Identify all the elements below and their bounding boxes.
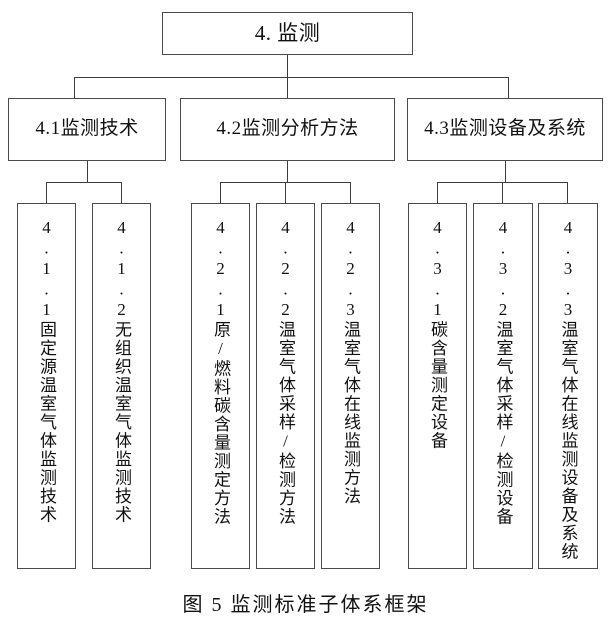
node-4-2-2[interactable]: 4.2.2温室气体采样/检测方法 xyxy=(256,203,315,569)
node-4-2[interactable]: 4.2监测分析方法 xyxy=(180,98,395,161)
node-root[interactable]: 4. 监测 xyxy=(162,12,413,55)
connector-group1-drop-0 xyxy=(46,182,48,204)
node-4-2-1[interactable]: 4.2.1原/燃料碳含量测定方法 xyxy=(191,203,250,569)
connector-group2-drop-0 xyxy=(220,182,222,204)
node-4-3-2[interactable]: 4.3.2温室气体采样/检测设备 xyxy=(473,203,533,569)
node-4-1-1-label: 4.1.1固定源温室气体监测技术 xyxy=(37,218,56,524)
node-4-3-1-label: 4.3.1碳含量测定设备 xyxy=(428,218,447,450)
node-4-3-3-label: 4.3.3温室气体在线监测设备及系统 xyxy=(558,218,578,561)
connector-group3-drop-1 xyxy=(502,182,504,204)
connector-group3-drop-2 xyxy=(567,182,569,204)
node-4-3-1[interactable]: 4.3.1碳含量测定设备 xyxy=(408,203,467,569)
connector-level2-bus xyxy=(74,77,509,79)
connector-group3-stem xyxy=(505,160,507,182)
node-4-1-label: 4.1监测技术 xyxy=(35,118,139,140)
node-4-2-3-label: 4.2.3温室气体在线监测方法 xyxy=(341,218,360,506)
connector-group3-drop-0 xyxy=(437,182,439,204)
node-4-1-2[interactable]: 4.1.2无组织温室气体监测技术 xyxy=(92,203,151,569)
node-4-3[interactable]: 4.3监测设备及系统 xyxy=(407,98,603,161)
connector-level2-drop-2 xyxy=(508,77,510,99)
connector-group2-stem xyxy=(287,160,289,182)
node-4-2-1-label: 4.2.1原/燃料碳含量测定方法 xyxy=(211,218,230,526)
node-4-1[interactable]: 4.1监测技术 xyxy=(8,98,166,161)
node-4-2-label: 4.2监测分析方法 xyxy=(216,118,359,140)
connector-group2-drop-2 xyxy=(350,182,352,204)
node-4-2-3[interactable]: 4.2.3温室气体在线监测方法 xyxy=(321,203,380,569)
connector-group1-stem xyxy=(87,160,89,182)
connector-level2-drop-1 xyxy=(287,77,289,99)
connector-group2-drop-1 xyxy=(285,182,287,204)
connector-group1-bus xyxy=(46,182,122,184)
node-root-label: 4. 监测 xyxy=(254,21,321,46)
figure-caption: 图 5 监测标准子体系框架 xyxy=(182,594,429,616)
node-4-2-2-label: 4.2.2温室气体采样/检测方法 xyxy=(276,218,295,526)
node-4-1-1[interactable]: 4.1.1固定源温室气体监测技术 xyxy=(17,203,76,569)
node-4-3-3[interactable]: 4.3.3温室气体在线监测设备及系统 xyxy=(538,203,598,569)
node-4-3-label: 4.3监测设备及系统 xyxy=(424,118,586,140)
connector-level2-drop-0 xyxy=(74,77,76,99)
node-4-3-2-label: 4.3.2温室气体采样/检测设备 xyxy=(493,218,513,526)
connector-root-stem xyxy=(287,55,289,78)
connector-group1-drop-1 xyxy=(121,182,123,204)
node-4-1-2-label: 4.1.2无组织温室气体监测技术 xyxy=(112,218,131,524)
